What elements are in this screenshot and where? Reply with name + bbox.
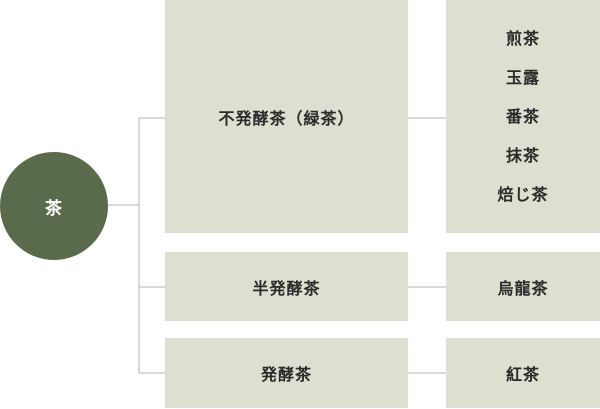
category-fermented-label: 発酵茶 bbox=[260, 365, 312, 384]
tea-item-sencha: 煎茶 bbox=[505, 28, 540, 48]
tea-item-gyokuro: 玉露 bbox=[505, 67, 540, 87]
category-fermented-box: 発酵茶 bbox=[165, 338, 408, 408]
category-semi-fermented-box: 半発酵茶 bbox=[165, 252, 408, 321]
category-unfermented-label: 不発酵茶（緑茶） bbox=[218, 108, 355, 128]
root-node-tea: 茶 bbox=[0, 152, 108, 260]
tea-item-oolong: 烏龍茶 bbox=[497, 278, 549, 298]
category-semi-fermented-label: 半発酵茶 bbox=[252, 278, 321, 298]
tea-item-bancha: 番茶 bbox=[505, 106, 540, 126]
category-unfermented-box: 不発酵茶（緑茶） bbox=[165, 0, 408, 233]
tea-item-black-tea: 紅茶 bbox=[505, 365, 540, 384]
tea-list-unfermented: 煎茶 玉露 番茶 抹茶 焙じ茶 bbox=[497, 26, 548, 208]
tea-list-fermented-box: 紅茶 bbox=[446, 338, 600, 408]
tea-list-semi-fermented-box: 烏龍茶 bbox=[446, 252, 600, 321]
root-label: 茶 bbox=[45, 198, 63, 219]
tea-item-hojicha: 焙じ茶 bbox=[497, 184, 549, 204]
tea-item-matcha: 抹茶 bbox=[505, 145, 540, 165]
tea-list-unfermented-box: 煎茶 玉露 番茶 抹茶 焙じ茶 bbox=[446, 0, 600, 233]
